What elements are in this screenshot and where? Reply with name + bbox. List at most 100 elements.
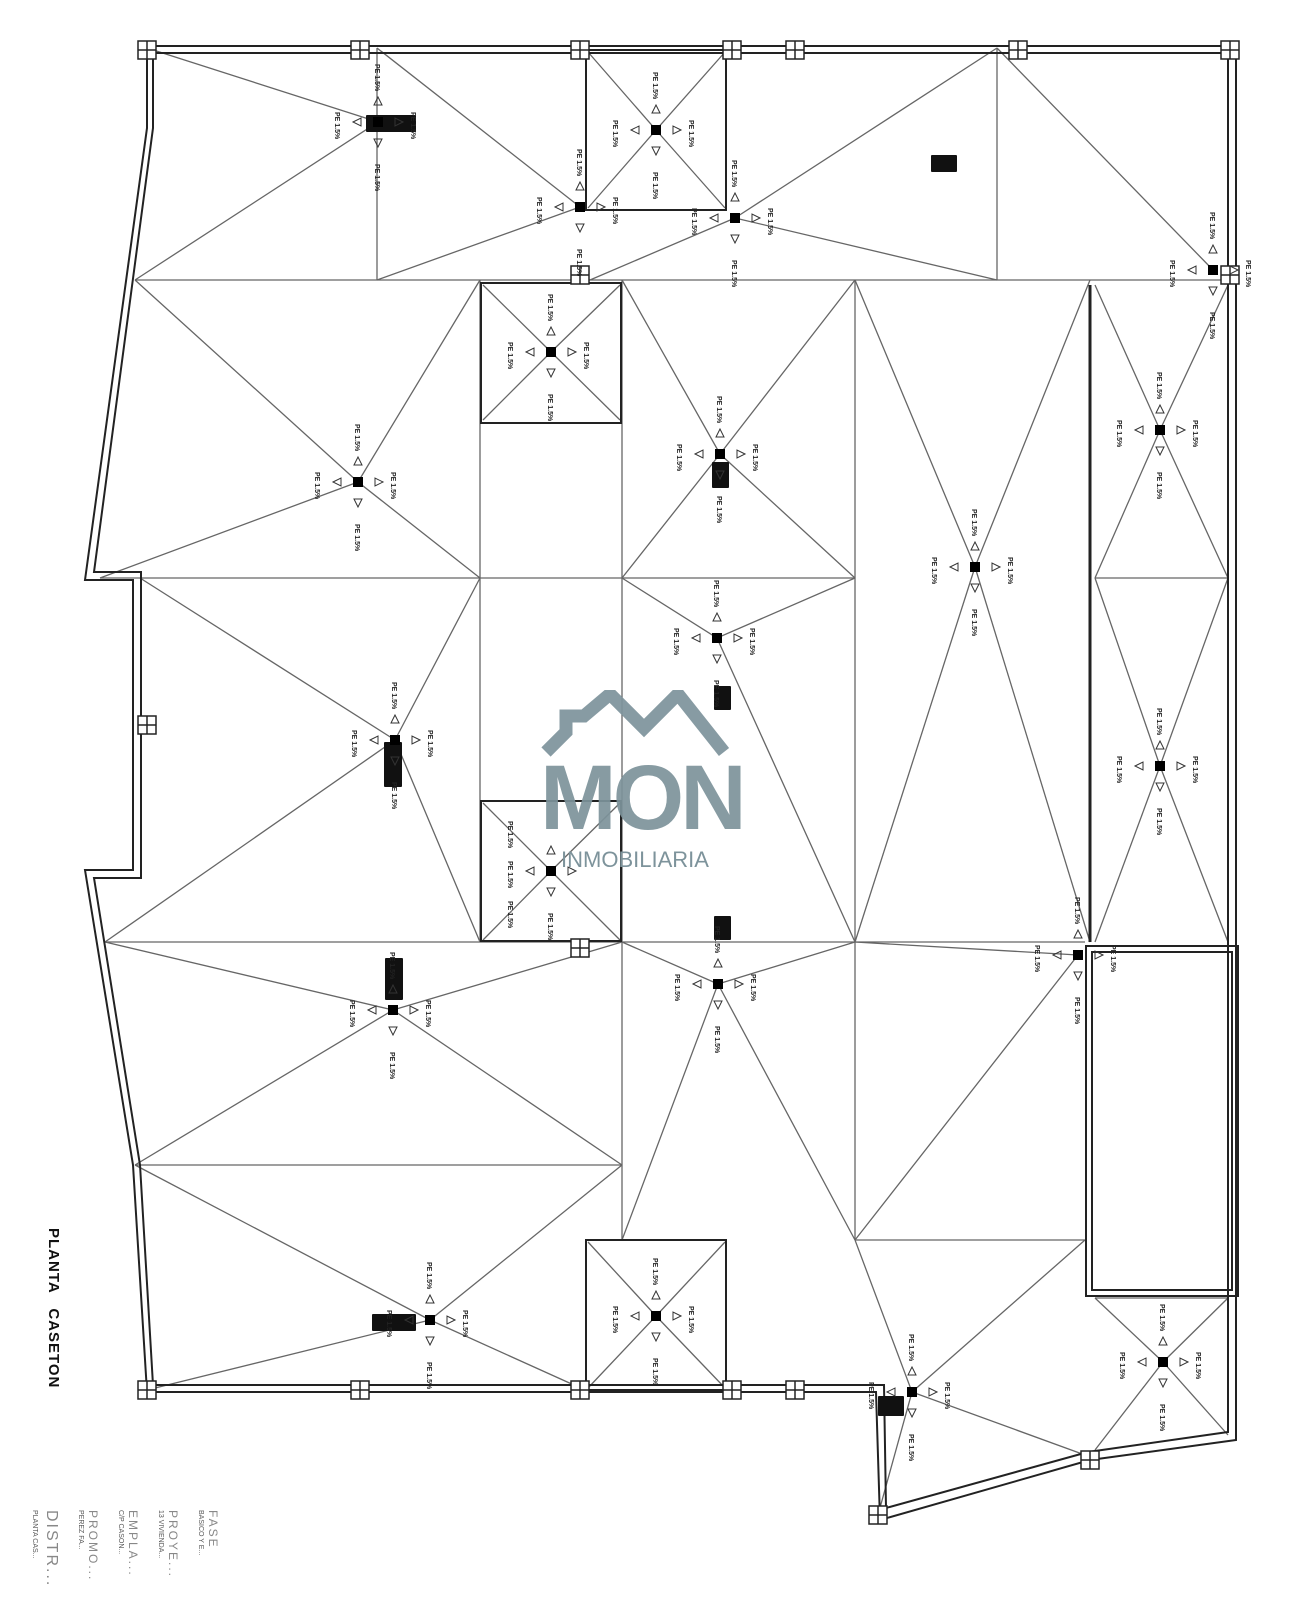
slope-arrow-icon bbox=[546, 325, 556, 336]
slope-arrow-icon bbox=[713, 1000, 723, 1011]
tb-value: BASICO Y E... bbox=[197, 1510, 204, 1556]
slope-line bbox=[376, 47, 581, 208]
slope-label: PE 1.5% bbox=[943, 1382, 950, 1410]
tb-heading: PROYE... bbox=[166, 1510, 180, 1579]
slope-arrow-icon bbox=[991, 562, 1002, 572]
slope-label: PE 1.5% bbox=[1208, 212, 1215, 240]
slope-arrow-icon bbox=[885, 1387, 896, 1397]
slope-line bbox=[104, 739, 396, 943]
slope-arrow-icon bbox=[1094, 950, 1105, 960]
slope-arrow-icon bbox=[629, 1311, 640, 1321]
slope-label: PE 1.5% bbox=[373, 64, 380, 92]
slope-label: PE 1.5% bbox=[713, 926, 720, 954]
slope-line bbox=[716, 637, 856, 943]
drain-icon bbox=[373, 117, 383, 127]
slope-label: PE 1.5% bbox=[506, 821, 513, 849]
slope-label: PE 1.5% bbox=[1191, 420, 1198, 448]
drain-icon bbox=[730, 213, 740, 223]
slope-line bbox=[719, 453, 856, 579]
slope-label: PE 1.5% bbox=[333, 112, 340, 140]
slope-arrow-icon bbox=[713, 957, 723, 968]
slope-label: PE 1.5% bbox=[748, 628, 755, 656]
slope-arrow-icon bbox=[567, 866, 578, 876]
slope-arrow-icon bbox=[907, 1365, 917, 1376]
drains: PE 1.5% PE 1.5% PE 1.5% PE 1.5% PE 1.5% PE 1.… bbox=[313, 64, 1251, 1462]
slope-label: PE 1.5% bbox=[687, 1306, 694, 1334]
drawing-title: PLANTA CASETON bbox=[45, 1228, 62, 1389]
slope-line bbox=[621, 453, 721, 579]
slope-arrow-icon bbox=[1158, 1335, 1168, 1346]
slope-label: PE 1.5% bbox=[390, 682, 397, 710]
outer-wall bbox=[83, 45, 1237, 1522]
slope-line bbox=[1094, 577, 1161, 767]
slope-label: PE 1.5% bbox=[1168, 260, 1175, 288]
slope-arrow-icon bbox=[1155, 403, 1165, 414]
tb-heading: EMPLA... bbox=[126, 1510, 140, 1577]
slope-line bbox=[482, 351, 552, 421]
slope-arrow-icon bbox=[1155, 446, 1165, 457]
slope-line bbox=[99, 481, 359, 579]
slope-label: PE 1.5% bbox=[690, 208, 697, 236]
slope-label: PE 1.5% bbox=[651, 1258, 658, 1286]
tb-heading: FASE bbox=[206, 1510, 220, 1549]
slope-label: PE 1.5% bbox=[1115, 756, 1122, 784]
drain-icon bbox=[713, 979, 723, 989]
slope-arrow-icon bbox=[1155, 782, 1165, 793]
slope-line bbox=[146, 1319, 431, 1391]
tb-value: C/P CASON... bbox=[117, 1510, 124, 1555]
slope-arrow-icon bbox=[734, 979, 745, 989]
slope-arrow-icon bbox=[575, 180, 585, 191]
lift-shaft-inner bbox=[1091, 951, 1233, 1291]
slope-line bbox=[104, 941, 394, 1011]
slope-arrow-icon bbox=[907, 1408, 917, 1419]
slope-label: PE 1.5% bbox=[766, 208, 773, 236]
slope-line bbox=[134, 1009, 394, 1166]
slope-label: PE 1.5% bbox=[373, 164, 380, 192]
slope-arrow-icon bbox=[1229, 265, 1240, 275]
slope-line bbox=[1094, 284, 1161, 431]
slope-arrow-icon bbox=[446, 1315, 457, 1325]
drain-icon bbox=[1155, 761, 1165, 771]
slope-line bbox=[655, 1241, 726, 1317]
slope-arrow-icon bbox=[672, 1311, 683, 1321]
slope-label: PE 1.5% bbox=[1073, 897, 1080, 925]
slope-line bbox=[719, 279, 856, 455]
slope-line bbox=[877, 1391, 913, 1516]
slope-arrow-icon bbox=[1176, 761, 1187, 771]
slope-arrow-icon bbox=[331, 477, 342, 487]
slope-line bbox=[357, 279, 481, 483]
slope-line bbox=[482, 284, 552, 353]
ventilation-unit-icon bbox=[714, 686, 731, 710]
slope-line bbox=[392, 1009, 623, 1166]
drain-icon bbox=[907, 1387, 917, 1397]
slope-arrow-icon bbox=[546, 368, 556, 379]
slope-label: PE 1.5% bbox=[350, 730, 357, 758]
tb-value: 13 VIVIENDA... bbox=[157, 1510, 164, 1559]
slope-line bbox=[394, 739, 481, 943]
box-room bbox=[585, 49, 727, 211]
slope-line bbox=[429, 1319, 586, 1391]
slope-arrow-icon bbox=[651, 1289, 661, 1300]
tb-heading: PROMO... bbox=[86, 1510, 100, 1582]
slope-line bbox=[854, 1239, 913, 1393]
slope-arrow-icon bbox=[1179, 1357, 1190, 1367]
slope-label: PE 1.5% bbox=[930, 557, 937, 585]
slope-label: PE 1.5% bbox=[611, 120, 618, 148]
slope-arrow-icon bbox=[928, 1387, 939, 1397]
slope-arrow-icon bbox=[388, 983, 398, 994]
slope-label: PE 1.5% bbox=[506, 861, 513, 889]
slope-line bbox=[134, 121, 379, 281]
slope-line bbox=[911, 1239, 1086, 1393]
drain-icon bbox=[390, 735, 400, 745]
slope-label: PE 1.5% bbox=[715, 396, 722, 424]
slope-arrow-icon bbox=[651, 103, 661, 114]
slope-line bbox=[587, 51, 657, 131]
slope-arrow-icon bbox=[524, 866, 535, 876]
slope-arrow-icon bbox=[567, 347, 578, 357]
slope-arrow-icon bbox=[651, 1332, 661, 1343]
slope-arrow-icon bbox=[403, 1315, 414, 1325]
slope-label: PE 1.5% bbox=[1158, 1404, 1165, 1432]
slope-arrow-icon bbox=[394, 117, 405, 127]
drain-icon bbox=[651, 125, 661, 135]
slope-arrow-icon bbox=[1186, 265, 1197, 275]
